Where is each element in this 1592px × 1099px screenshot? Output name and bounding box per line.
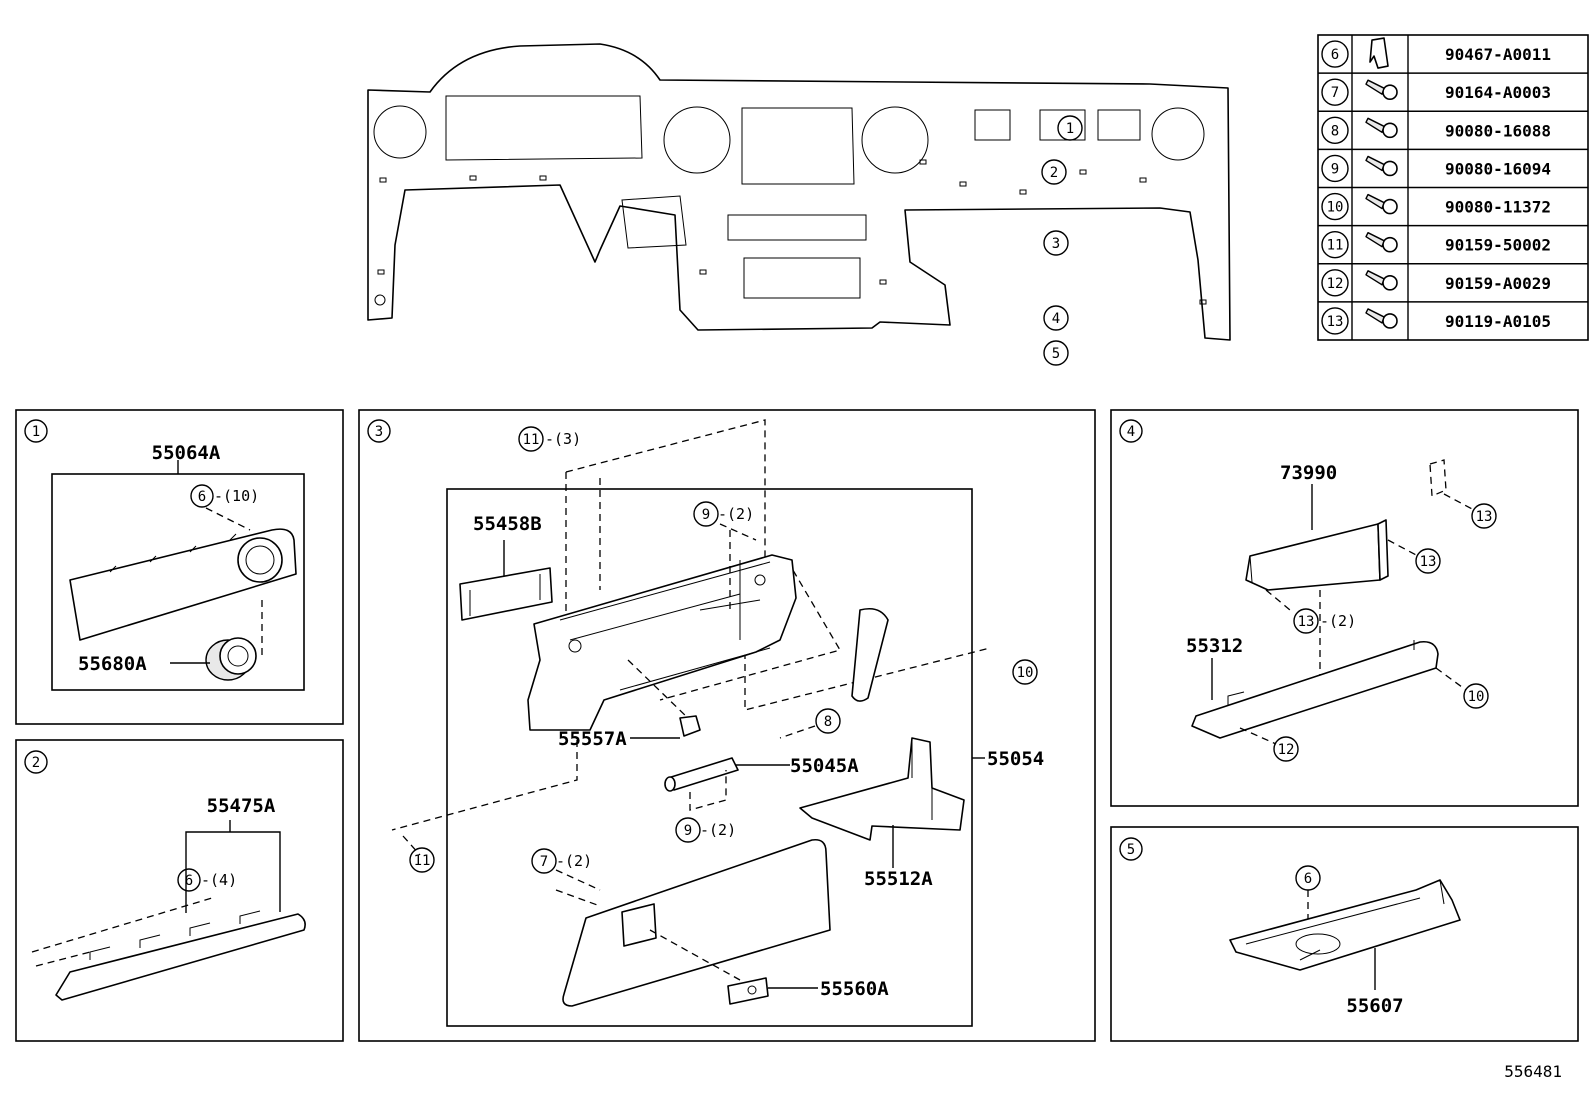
panel-1: 1 55064A 6 -(10) 55680A: [15, 409, 344, 725]
overview-callout-3: 3: [1043, 230, 1069, 256]
fastener-row: 12 90159-A0029: [1321, 269, 1551, 297]
diagram-id: 556481: [1504, 1062, 1562, 1081]
panel-5: 5 6 55607: [1110, 826, 1579, 1042]
svg-text:-(2): -(2): [1320, 612, 1356, 630]
panel-1-ref: 1: [32, 424, 40, 440]
fastener-part-number: 90159-50002: [1445, 236, 1551, 255]
svg-text:9: 9: [684, 823, 692, 839]
svg-text:2: 2: [1050, 165, 1058, 181]
svg-text:-(2): -(2): [700, 821, 736, 839]
svg-text:-(3): -(3): [545, 430, 581, 448]
panel-5-ref: 5: [1127, 842, 1135, 858]
screw-icon: [1365, 308, 1398, 329]
svg-text:6: 6: [1304, 871, 1312, 887]
svg-text:5: 5: [1052, 346, 1060, 362]
svg-text:10: 10: [1017, 665, 1034, 681]
panel-2: 2 55475A 6 -(4): [15, 739, 344, 1042]
part-55512A: 55512A: [864, 868, 933, 890]
screw-icon: [1365, 193, 1398, 215]
svg-text:-(2): -(2): [556, 852, 592, 870]
svg-text:6: 6: [198, 489, 206, 505]
fastener-ref: 13: [1327, 314, 1344, 330]
fastener-table: 6 90467-A0011 7 90164-A0003 8 90080-16088 9 900…: [1317, 34, 1589, 341]
overview-callout-5: 5: [1043, 340, 1069, 366]
panel-3-ref: 3: [375, 424, 383, 440]
fastener-part-number: 90467-A0011: [1445, 45, 1551, 64]
part-55458B: 55458B: [473, 513, 542, 535]
svg-text:13: 13: [1420, 554, 1437, 570]
part-55557A: 55557A: [558, 728, 627, 750]
svg-text:6: 6: [185, 873, 193, 889]
panel-3: 3 55054 11 -(3) 55458B 9 -(2): [358, 409, 1096, 1042]
dashboard-overview: [367, 43, 1231, 341]
fastener-row: 8 90080-16088: [1321, 116, 1551, 145]
part-55054: 55045A: [790, 755, 859, 777]
part-55045A: 55054: [987, 748, 1044, 770]
fastener-row: 9 90080-16094: [1321, 154, 1551, 183]
svg-text:1: 1: [1066, 121, 1074, 137]
part-55475A: 55475A: [207, 795, 276, 817]
part-55607: 55607: [1346, 995, 1403, 1017]
panel-2-ref: 2: [32, 755, 40, 771]
clip-icon: [1369, 37, 1389, 69]
fastener-part-number: 90119-A0105: [1445, 312, 1551, 331]
svg-text:10: 10: [1468, 689, 1485, 705]
fastener-part-number: 90080-16094: [1445, 159, 1551, 178]
fastener-row: 6 90467-A0011: [1321, 37, 1551, 69]
part-55680A: 55680A: [78, 653, 147, 675]
svg-text:3: 3: [1052, 236, 1060, 252]
overview-callout-4: 4: [1043, 305, 1069, 331]
fastener-part-number: 90080-16088: [1445, 121, 1551, 140]
fastener-ref: 12: [1327, 276, 1344, 292]
fastener-row: 13 90119-A0105: [1321, 307, 1551, 335]
part-55064A: 55064A: [152, 442, 221, 464]
screw-icon: [1365, 270, 1398, 291]
panel-4: 4 73990 13 13 13 -(2) 55312 10 12: [1110, 409, 1579, 807]
screw-icon: [1365, 155, 1398, 177]
fastener-ref: 11: [1327, 238, 1344, 254]
svg-text:7: 7: [540, 854, 548, 870]
fastener-row: 7 90164-A0003: [1321, 78, 1551, 106]
screw-icon: [1365, 231, 1398, 253]
fastener-ref: 10: [1327, 200, 1344, 216]
overview-callouts: 1 2 3 4 5: [1041, 115, 1083, 366]
svg-text:9: 9: [702, 507, 710, 523]
svg-text:-(10): -(10): [214, 487, 259, 505]
part-73990: 73990: [1280, 462, 1337, 484]
fastener-ref: 6: [1331, 47, 1339, 63]
panel-4-ref: 4: [1127, 424, 1135, 440]
svg-text:11: 11: [523, 432, 540, 448]
svg-text:12: 12: [1278, 742, 1295, 758]
svg-text:8: 8: [824, 714, 832, 730]
fastener-row: 10 90080-11372: [1321, 192, 1551, 221]
overview-callout-1: 1: [1057, 115, 1083, 141]
fastener-part-number: 90080-11372: [1445, 198, 1551, 217]
fastener-ref: 7: [1331, 85, 1339, 101]
svg-text:-(2): -(2): [718, 505, 754, 523]
svg-text:13: 13: [1476, 509, 1493, 525]
fastener-ref: 8: [1331, 123, 1339, 139]
fastener-part-number: 90159-A0029: [1445, 274, 1551, 293]
svg-text:11: 11: [414, 853, 431, 869]
svg-text:13: 13: [1298, 614, 1315, 630]
screw-icon: [1365, 117, 1398, 139]
overview-callout-2: 2: [1041, 159, 1067, 185]
screw-icon: [1365, 79, 1398, 100]
part-55312: 55312: [1186, 635, 1243, 657]
part-55560A: 55560A: [820, 978, 889, 1000]
fastener-row: 11 90159-50002: [1321, 230, 1551, 259]
fastener-part-number: 90164-A0003: [1445, 83, 1551, 102]
svg-text:-(4): -(4): [201, 871, 237, 889]
svg-text:4: 4: [1052, 311, 1060, 327]
fastener-ref: 9: [1331, 161, 1339, 177]
